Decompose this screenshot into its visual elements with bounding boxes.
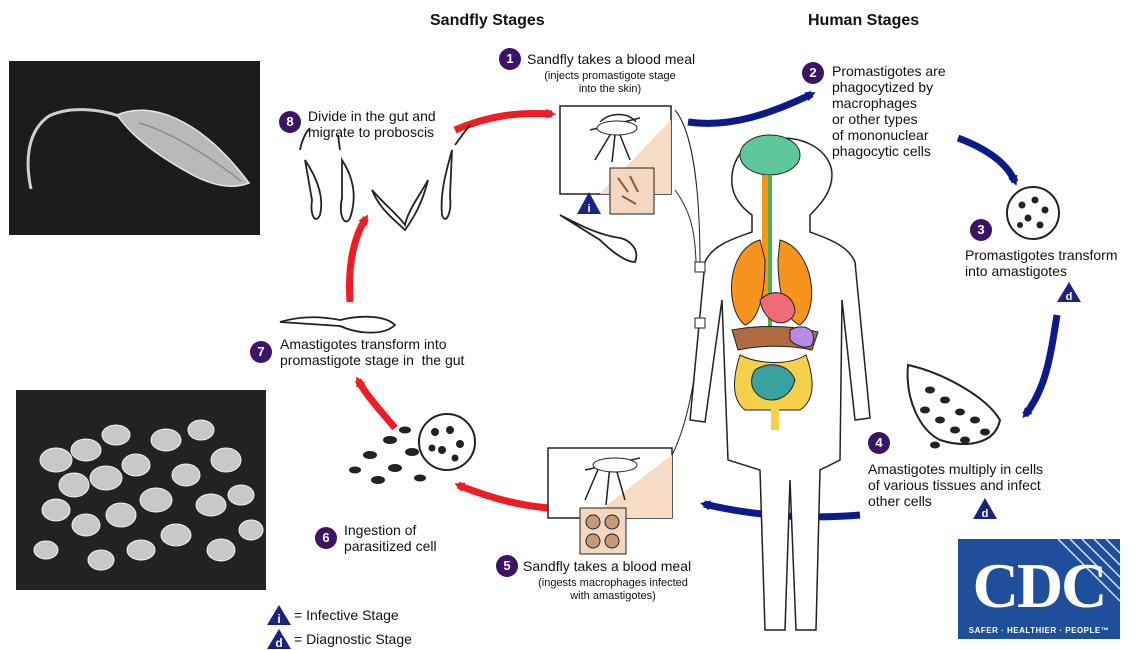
step-1-title: Sandfly takes a blood meal	[527, 51, 695, 67]
arrow-5-to-6	[458, 485, 550, 508]
cdc-logo-letters: CDC	[958, 549, 1120, 623]
infective-stage-icon: i	[266, 604, 292, 626]
step-2-badge: 2	[802, 62, 824, 84]
dividing-promastigotes	[300, 125, 470, 230]
step-6-title: Ingestion of parasitized cell	[344, 522, 437, 554]
step-5-subtitle: (ingests macrophages infected with amast…	[528, 577, 698, 603]
step-5-badge: 5	[496, 555, 518, 577]
arrow-3-to-4	[1025, 315, 1057, 415]
svg-text:i: i	[277, 612, 280, 626]
gut-promastigote	[280, 317, 395, 333]
arrow-7-to-8	[350, 218, 366, 302]
step-3-badge: 3	[970, 219, 992, 241]
free-promastigote	[560, 215, 636, 262]
legend-infective-label: = Infective Stage	[294, 607, 399, 623]
legend: i = Infective Stage d = Diagnostic Stage	[266, 604, 486, 647]
diagnostic-marker-step-3: d	[1057, 282, 1081, 303]
diagnostic-marker-symbol-3: d	[1066, 291, 1073, 303]
cdc-logo-tagline: SAFER · HEALTHIER · PEOPLE™	[958, 626, 1120, 635]
step-8-badge: 8	[279, 111, 301, 133]
infected-tissue-cell	[908, 365, 1000, 449]
step-2-title: Promastigotes are phagocytized by macrop…	[832, 63, 946, 159]
sandfly-feeding-box-top	[560, 106, 700, 265]
step-3-title: Promastigotes transform into amastigotes	[965, 247, 1118, 279]
diagnostic-marker-symbol-4: d	[982, 508, 989, 520]
arrow-8-to-1	[455, 113, 552, 130]
svg-text:d: d	[275, 636, 282, 650]
sandfly-feeding-box-bottom	[548, 325, 700, 554]
step-7-badge: 7	[250, 341, 272, 363]
human-body-figure	[690, 135, 870, 630]
step-8-title: Divide in the gut and migrate to probosc…	[308, 108, 436, 140]
arrow-6-to-7	[358, 380, 395, 428]
step-5-title: Sandfly takes a blood meal	[523, 558, 691, 574]
step-1-badge: 1	[499, 48, 521, 70]
parasitized-cells	[349, 414, 475, 484]
arrow-2-to-3	[958, 138, 1015, 182]
macrophage-with-amastigotes	[1007, 187, 1059, 239]
step-6-badge: 6	[315, 527, 337, 549]
step-4-badge: 4	[868, 432, 890, 454]
step-1-subtitle: (injects promastigote stage into the ski…	[530, 70, 690, 96]
infective-marker-symbol: i	[587, 203, 590, 215]
arrow-1-to-2	[688, 94, 812, 123]
legend-diagnostic-label: = Diagnostic Stage	[294, 631, 412, 647]
cdc-logo: CDC SAFER · HEALTHIER · PEOPLE™	[958, 539, 1120, 639]
step-4-title: Amastigotes multiply in cells of various…	[868, 461, 1043, 509]
infective-marker-step-1: i	[577, 192, 601, 215]
step-7-title: Amastigotes transform into promastigote …	[280, 336, 464, 368]
